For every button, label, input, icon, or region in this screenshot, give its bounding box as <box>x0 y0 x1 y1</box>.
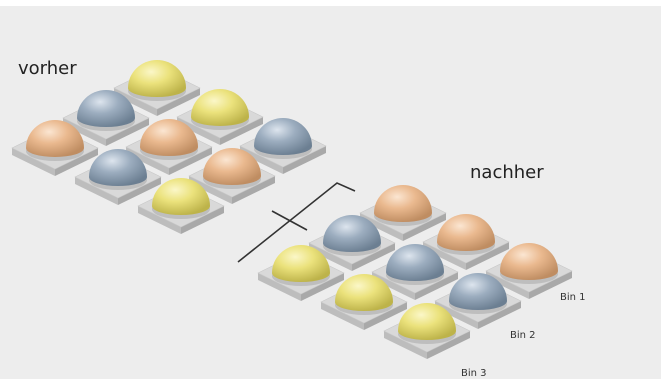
blue-dome <box>254 118 312 155</box>
before-grid <box>11 60 327 234</box>
bin-3-label: Bin 3 <box>461 368 487 379</box>
top-border <box>0 0 661 6</box>
tile-side <box>114 88 157 116</box>
tile-side <box>157 88 200 116</box>
after-cell <box>383 303 471 359</box>
after-grid <box>257 185 573 359</box>
tile-side <box>75 177 118 205</box>
tile-side <box>529 271 572 299</box>
after-cell <box>371 244 459 300</box>
tile-side <box>427 331 470 359</box>
after-cell <box>308 215 396 271</box>
before-cell <box>11 120 99 176</box>
peach-dome <box>203 148 261 185</box>
peach-dome <box>500 243 558 280</box>
tile-side <box>384 331 427 359</box>
after-cell <box>320 274 408 330</box>
after-cell <box>485 243 573 299</box>
tile-side <box>478 301 521 329</box>
tile-side <box>423 242 466 270</box>
before-cell <box>74 149 162 205</box>
before-cell <box>188 148 276 204</box>
blue-dome <box>89 149 147 186</box>
yellow-dome <box>272 245 330 282</box>
tile-side <box>309 243 352 271</box>
tile-side <box>181 206 224 234</box>
before-cell <box>176 89 264 145</box>
after-cell <box>257 245 345 301</box>
tile-side <box>301 273 344 301</box>
yellow-dome <box>398 303 456 340</box>
before-label: vorher <box>18 58 77 79</box>
tile-side <box>258 273 301 301</box>
tile-side <box>55 148 98 176</box>
after-cell <box>359 185 447 241</box>
tile-side <box>177 117 220 145</box>
sorting-arrow-icon <box>237 182 356 263</box>
before-cell <box>137 178 225 234</box>
after-label: nachher <box>470 162 544 183</box>
tile-side <box>466 242 509 270</box>
blue-dome <box>386 244 444 281</box>
yellow-dome <box>152 178 210 215</box>
tile-side <box>12 148 55 176</box>
yellow-dome <box>191 89 249 126</box>
peach-dome <box>437 214 495 251</box>
tile-side <box>403 213 446 241</box>
tile-side <box>283 146 326 174</box>
tile-side <box>220 117 263 145</box>
tile-side <box>360 213 403 241</box>
tile-side <box>435 301 478 329</box>
yellow-dome <box>335 274 393 311</box>
tile-side <box>63 118 106 146</box>
peach-dome <box>140 119 198 156</box>
before-cell <box>113 60 201 116</box>
before-cell <box>62 90 150 146</box>
peach-dome <box>374 185 432 222</box>
tile-side <box>486 271 529 299</box>
tile-side <box>240 146 283 174</box>
after-cell <box>422 214 510 270</box>
tile-side <box>352 243 395 271</box>
tile-side <box>118 177 161 205</box>
blue-dome <box>449 273 507 310</box>
bin-2-label: Bin 2 <box>510 330 536 341</box>
tile-side <box>321 302 364 330</box>
before-cell <box>125 119 213 175</box>
tile-side <box>189 176 232 204</box>
blue-dome <box>77 90 135 127</box>
tile-side <box>126 147 169 175</box>
peach-dome <box>26 120 84 157</box>
tile-side <box>364 302 407 330</box>
after-cell <box>434 273 522 329</box>
tile-side <box>106 118 149 146</box>
yellow-dome <box>128 60 186 97</box>
bin-1-label: Bin 1 <box>560 292 586 303</box>
tile-side <box>169 147 212 175</box>
tile-side <box>372 272 415 300</box>
tile-side <box>138 206 181 234</box>
tile-side <box>415 272 458 300</box>
blue-dome <box>323 215 381 252</box>
before-cell <box>239 118 327 174</box>
tile-side <box>232 176 275 204</box>
